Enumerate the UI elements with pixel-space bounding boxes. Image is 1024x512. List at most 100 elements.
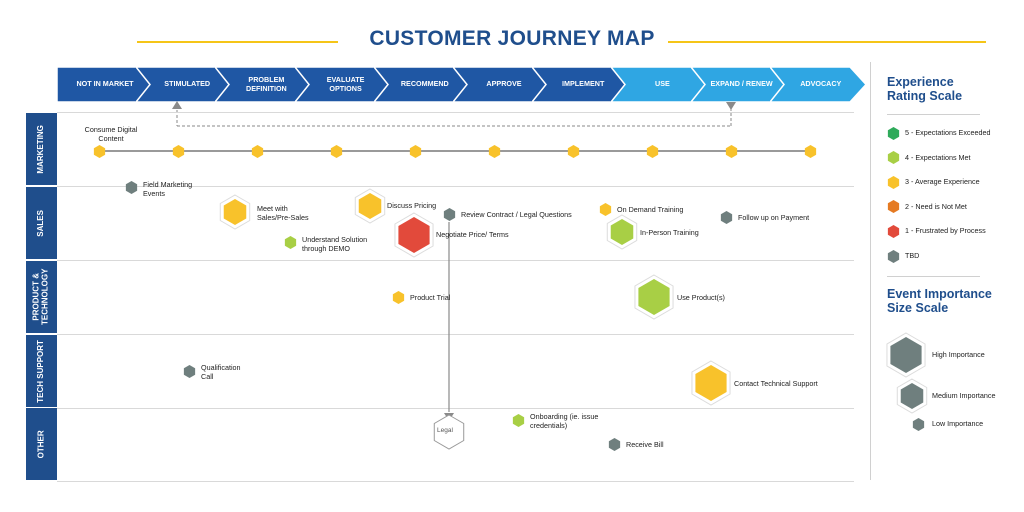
stage-chevron-shape — [690, 67, 787, 102]
event-negotiate-price-terms-label: Negotiate Price/ Terms — [436, 230, 509, 239]
legend-rating-hex-1 — [887, 126, 899, 140]
row-label-tech-support: TECH SUPPORT — [26, 335, 57, 407]
legend-separator — [887, 114, 980, 115]
event-legal-label: Legal — [437, 427, 453, 434]
page-title: CUSTOMER JOURNEY MAP — [369, 27, 655, 50]
event-contact-technical-support-label: Contact Technical Support — [734, 379, 818, 388]
stage-label: RECOMMEND — [400, 79, 449, 89]
legend-importance-label: High Importance — [932, 350, 985, 359]
legend-rating-label: 4 - Expectations Met — [905, 152, 971, 162]
event-onboarding-ie-issue-credentials-label: Onboarding (ie. issue credentials) — [530, 412, 599, 430]
stage-chevron-shape — [215, 67, 312, 102]
event-product-trial-hex — [392, 290, 404, 304]
timeline-node-hex — [488, 144, 500, 158]
event-receive-bill-hex — [608, 437, 620, 451]
event-understand-solution-through-demo-label: Understand Solution through DEMO — [302, 235, 368, 253]
legend-importance-label: Low Importance — [932, 419, 984, 428]
row-label-marketing: MARKETING — [26, 113, 57, 185]
row-label-other: OTHER — [26, 408, 57, 480]
stage-advocacy: ADVOCACY — [769, 67, 866, 102]
stage-implement: IMPLEMENT — [532, 67, 629, 102]
rating-scale-title: Experience Rating Scale — [887, 75, 963, 104]
timeline-node-hex — [172, 144, 184, 158]
stage-chevron-shape — [532, 67, 629, 102]
row-label-text: TECH SUPPORT — [36, 339, 46, 403]
timeline-node-hex — [725, 144, 737, 158]
event-receive-bill-label: Receive Bill — [626, 440, 664, 449]
event-legal-hex — [433, 414, 465, 450]
feedback-arrow-up — [172, 101, 182, 109]
legend-rating-hex-2 — [887, 151, 899, 165]
timeline-node-hex — [409, 144, 421, 158]
legend-rating-hex-6 — [887, 249, 899, 263]
row-divider — [57, 186, 854, 187]
feedback-loop-left — [176, 105, 178, 126]
event-discuss-pricing-label: Discuss Pricing — [387, 201, 437, 210]
row-label-product-technology: PRODUCT & TECHNOLOGY — [26, 261, 57, 333]
stage-label: USE — [655, 79, 670, 89]
stage-stimulated: STIMULATED — [136, 67, 233, 102]
stage-label: APPROVE — [486, 79, 522, 89]
event-field-marketing-events-label: Field Marketing Events — [143, 180, 193, 198]
feedback-loop-bottom — [177, 125, 731, 127]
importance-scale-title: Event Importance Size Scale — [887, 287, 992, 316]
stage-label: STIMULATED — [164, 79, 211, 89]
legend-importance-hex-low-importance — [912, 417, 924, 431]
stage-recommend: RECOMMEND — [373, 67, 470, 102]
event-product-trial-label: Product Trial — [410, 293, 451, 302]
event-understand-solution-through-demo-hex — [284, 235, 296, 249]
stage-use: USE — [611, 67, 708, 102]
stage-label: EXPAND / RENEW — [710, 79, 773, 89]
stage-evaluate-options: EVALUATE OPTIONS — [294, 67, 391, 102]
timeline-node-hex — [93, 144, 105, 158]
event-on-demand-training-label: On Demand Training — [617, 205, 684, 214]
legend-separator — [887, 276, 980, 277]
event-use-product-s-label: Use Product(s) — [677, 293, 725, 302]
title-rule-left — [137, 41, 338, 43]
timeline-node-hex — [804, 144, 816, 158]
legend-rating-label: 5 - Expectations Exceeded — [905, 128, 991, 137]
event-onboarding-ie-issue-credentials-hex — [512, 413, 524, 427]
legend-importance-label: Medium Importance — [932, 391, 996, 400]
event-consume-digital-content-label: Consume Digital Content — [84, 125, 138, 143]
stage-chevron-shape — [57, 67, 153, 102]
row-divider — [57, 481, 854, 482]
legend-importance-hex-medium-importance — [896, 378, 928, 414]
stage-problem-definition: PROBLEM DEFINITION — [215, 67, 312, 102]
event-meet-with-sales-pre-sales-hex — [219, 194, 251, 230]
event-qualification-call-hex — [183, 364, 195, 378]
row-divider — [57, 408, 854, 409]
legend-rating-hex-5 — [887, 224, 899, 238]
legend-divider — [870, 62, 871, 480]
stage-chevron-shape — [453, 67, 549, 102]
stage-label: ADVOCACY — [800, 79, 842, 89]
stage-expand-renew: EXPAND / RENEW — [690, 67, 787, 102]
stage-chevron-shape — [769, 67, 866, 102]
legend-rating-label: 2 - Need is Not Met — [905, 201, 967, 211]
row-label-text: PRODUCT & TECHNOLOGY — [31, 268, 50, 326]
stage-not-in-market: NOT IN MARKET — [57, 67, 153, 102]
row-divider — [57, 112, 854, 113]
feedback-arrow-down — [726, 102, 736, 110]
stage-label: NOT IN MARKET — [76, 79, 134, 89]
stage-label: IMPLEMENT — [562, 79, 605, 89]
stage-chevron-shape — [611, 67, 708, 102]
event-review-contract-legal-questions-label: Review Contract / Legal Questions — [461, 210, 572, 219]
timeline-node-hex — [567, 144, 579, 158]
row-divider — [57, 260, 854, 261]
contract-to-legal-line — [448, 222, 450, 412]
event-follow-up-on-payment-hex — [720, 210, 732, 224]
stage-label: PROBLEM DEFINITION — [246, 75, 287, 93]
legend-rating-label: 1 - Frustrated by Process — [905, 226, 986, 236]
event-in-person-training-label: In-Person Training — [640, 228, 699, 237]
row-label-text: MARKETING — [36, 124, 46, 174]
event-meet-with-sales-pre-sales-label: Meet with Sales/Pre-Sales — [257, 204, 309, 222]
event-qualification-call-label: Qualification Call — [201, 363, 241, 381]
stage-approve: APPROVE — [453, 67, 549, 102]
legend-rating-hex-4 — [887, 200, 899, 214]
row-label-text: OTHER — [36, 429, 46, 458]
event-contact-technical-support-hex — [691, 360, 731, 406]
legend-rating-label: TBD — [905, 251, 920, 260]
row-label-sales: SALES — [26, 187, 57, 259]
